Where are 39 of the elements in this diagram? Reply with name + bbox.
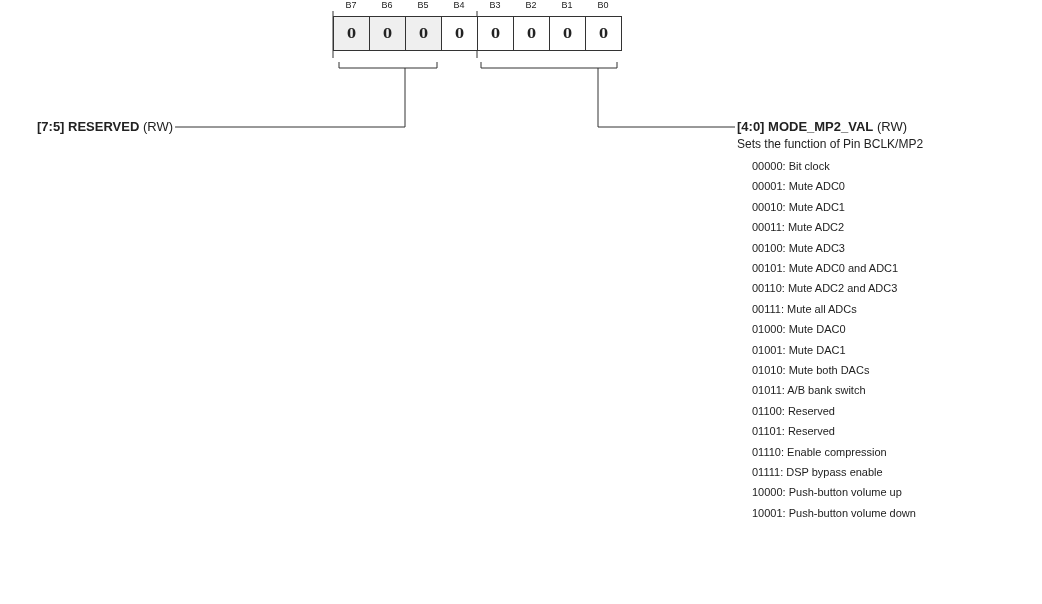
bit-cell: 0 [405,16,442,51]
bit-number: B7 [344,0,358,10]
bit-cell: 0 [369,16,406,51]
leader-line [174,67,406,128]
value-description: 01011: A/B bank switch [752,384,866,397]
value-description: 00110: Mute ADC2 and ADC3 [752,282,898,295]
bit-number: B3 [488,0,502,10]
value-description: 01001: Mute DAC1 [752,343,846,356]
value-description: 00111: Mute all ADCs [752,302,857,315]
value-description: 00000: Bit clock [752,160,830,172]
value-description: 01000: Mute DAC0 [752,323,846,336]
bit-cell: 0 [549,16,586,51]
value-description: 01100: Reserved [752,404,835,417]
bit-cell: 0 [441,16,478,51]
value-description: 00001: Mute ADC0 [752,180,845,193]
value-description: 10001: Push-button volume down [752,506,916,519]
bit-cell: 0 [513,16,550,51]
value-description: 10000: Push-button volume up [752,486,902,499]
bit-number: B0 [596,0,610,10]
value-description: 00100: Mute ADC3 [752,241,845,254]
field-title: [7:5] RESERVED (RW) [37,119,174,134]
value-description: 00010: Mute ADC1 [752,200,845,213]
value-description: 01110: Enable compression [752,445,887,458]
value-description: 01111: DSP bypass enable [752,466,883,478]
value-description: 01010: Mute both DACs [752,364,870,376]
bit-number: B2 [524,0,538,10]
bit-number: B6 [380,0,394,10]
bit-cell: 0 [585,16,622,51]
value-description: 00011: Mute ADC2 [752,221,845,234]
bit-number: B4 [452,0,466,10]
bit-cell: 0 [333,16,370,51]
bit-number: B5 [416,0,430,10]
value-description: 01101: Reserved [752,425,835,438]
bit-cell: 0 [477,16,514,51]
leader-line [597,67,736,128]
field-title: [4:0] MODE_MP2_VAL (RW) [737,119,908,134]
field-description: Sets the function of Pin BCLK/MP2 [737,137,924,151]
bit-number: B1 [560,0,574,10]
value-description: 00101: Mute ADC0 and ADC1 [752,262,899,274]
